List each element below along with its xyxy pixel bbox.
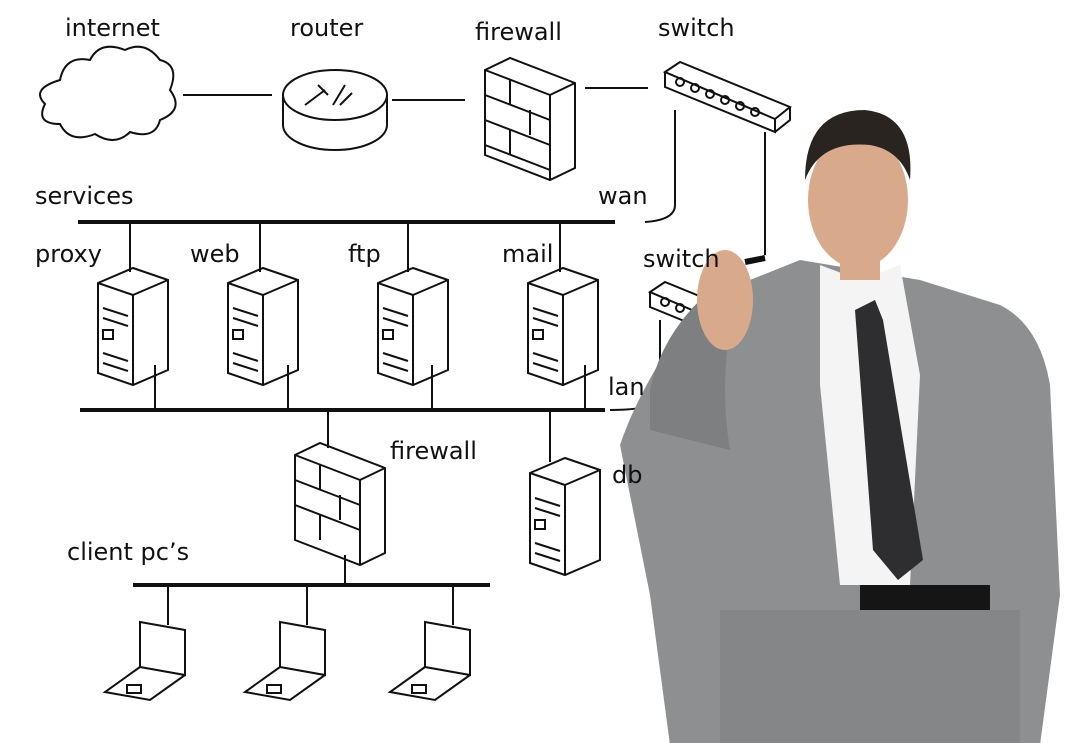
businessman-photo — [620, 110, 1060, 743]
label-internet: internet — [65, 14, 160, 42]
label-firewall-lan: firewall — [390, 437, 477, 465]
client-pc-icon — [387, 585, 471, 702]
label-proxy: proxy — [35, 240, 102, 268]
switch-icon — [662, 60, 792, 134]
label-client-pcs: client pc’s — [67, 538, 190, 566]
label-switch-lan: switch — [643, 245, 720, 273]
label-db: db — [612, 461, 643, 489]
label-wan: wan — [598, 182, 648, 210]
label-services: services — [35, 182, 134, 210]
label-ftp: ftp — [348, 240, 381, 268]
mail-server-icon — [527, 266, 599, 387]
lan-drops — [154, 365, 586, 462]
client-pc-icon — [102, 585, 186, 702]
service-drops — [129, 222, 561, 272]
proxy-server-icon — [97, 266, 169, 387]
client-pc-icon — [242, 585, 326, 702]
label-mail: mail — [502, 240, 554, 268]
label-router: router — [290, 14, 364, 42]
web-server-icon — [227, 266, 299, 387]
label-web: web — [190, 240, 240, 268]
label-switch-top: switch — [658, 14, 735, 42]
ftp-server-icon — [377, 266, 449, 387]
router-icon — [282, 69, 388, 151]
label-lan: lan — [608, 373, 645, 401]
label-firewall-top: firewall — [475, 18, 562, 46]
wan-link — [644, 110, 676, 223]
internet-cloud-icon — [39, 45, 177, 141]
lan-firewall-icon — [294, 441, 386, 567]
db-server-icon — [529, 456, 601, 577]
firewall-icon — [484, 56, 576, 182]
